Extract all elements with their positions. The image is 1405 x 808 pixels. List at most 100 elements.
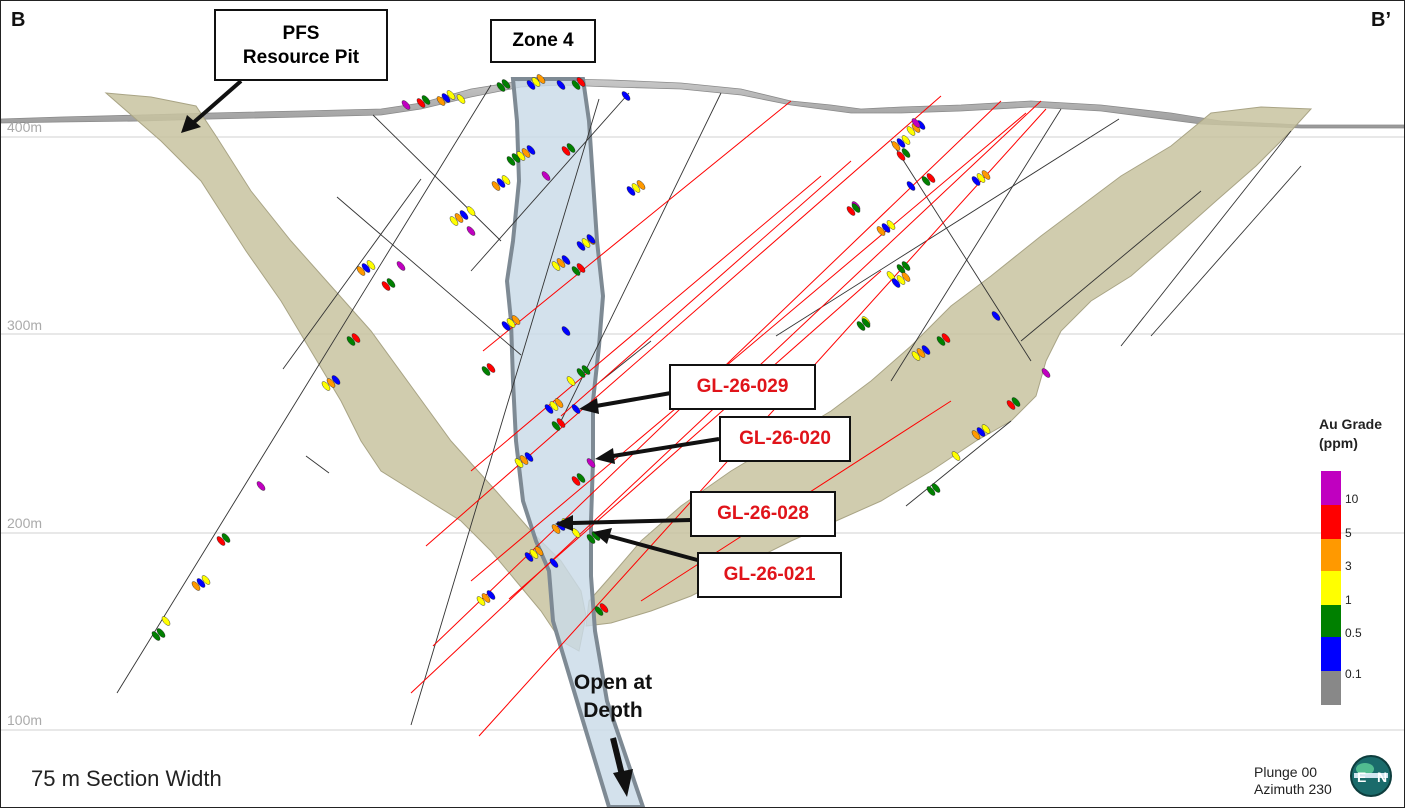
historic-drill-traces bbox=[116, 84, 1302, 726]
historic-drill-trace bbox=[1150, 165, 1302, 337]
historic-drill-trace bbox=[305, 455, 330, 474]
legend-value-0-1: 0.1 bbox=[1345, 667, 1362, 681]
legend-color-bar bbox=[1321, 471, 1341, 705]
historic-drill-trace bbox=[775, 118, 1120, 337]
arrow-gl-26-020-head bbox=[595, 448, 615, 464]
historic-drill-trace bbox=[372, 114, 502, 242]
hole-label-gl-26-029: GL-26-029 bbox=[669, 364, 816, 410]
historic-drill-trace bbox=[1020, 190, 1202, 342]
assay-intercept bbox=[921, 173, 936, 186]
historic-drill-trace bbox=[1120, 130, 1292, 347]
assay-intercept bbox=[906, 181, 916, 191]
assay-intercept bbox=[191, 575, 211, 591]
elevation-label-100: 100m bbox=[7, 712, 43, 728]
assay-intercept bbox=[951, 451, 961, 461]
assay-intercept bbox=[571, 404, 581, 414]
assay-intercept bbox=[346, 333, 361, 346]
assay-intercept bbox=[524, 546, 544, 562]
assay-intercept bbox=[436, 90, 456, 106]
zone-4-body bbox=[504, 77, 646, 807]
historic-drill-trace bbox=[600, 340, 652, 382]
historic-drill-trace bbox=[116, 84, 492, 694]
assay-intercept bbox=[501, 315, 521, 331]
assay-intercept bbox=[401, 100, 411, 110]
new-drill-trace bbox=[425, 95, 942, 547]
assay-intercept bbox=[896, 261, 911, 274]
historic-drill-trace bbox=[560, 92, 722, 422]
assay-intercept bbox=[396, 261, 406, 271]
elevation-label-200: 200m bbox=[7, 515, 43, 531]
assay-intercept bbox=[566, 376, 576, 386]
assay-intercept bbox=[506, 153, 521, 166]
open-at-depth-label: Open at Depth bbox=[573, 671, 653, 722]
hole-label-gl-26-021: GL-26-021 bbox=[697, 552, 842, 598]
open-at-depth-arrowhead bbox=[613, 769, 633, 797]
arrow-gl-26-020-line bbox=[612, 437, 720, 458]
legend-value-1: 1 bbox=[1345, 593, 1352, 607]
topography-surface bbox=[1, 78, 1404, 129]
legend-value-5: 5 bbox=[1345, 526, 1352, 540]
legend-swatch-10 bbox=[1321, 471, 1341, 505]
assay-intercept bbox=[971, 424, 991, 440]
hole-label-gl-26-020: GL-26-020 bbox=[719, 416, 851, 462]
new-drill-trace bbox=[560, 160, 852, 417]
assay-intercept bbox=[356, 260, 376, 276]
assay-intercept bbox=[466, 226, 476, 236]
elevation-label-400: 400m bbox=[7, 119, 43, 135]
legend-swatch-5 bbox=[1321, 505, 1341, 539]
view-orientation: Plunge 00 Azimuth 230 bbox=[1254, 764, 1332, 798]
arrow-gl-26-029-head bbox=[579, 398, 599, 414]
assay-intercepts bbox=[151, 74, 1051, 641]
zone-label: Zone 4 bbox=[490, 19, 596, 63]
new-drill-trace bbox=[482, 100, 792, 352]
assay-intercept bbox=[526, 74, 546, 90]
plunge-text: Plunge 00 bbox=[1254, 764, 1318, 780]
assay-intercept bbox=[896, 148, 911, 161]
legend-swatch-0-1 bbox=[1321, 637, 1341, 671]
arrow-gl-26-029-line bbox=[595, 391, 672, 408]
arrow-gl-26-028-line bbox=[572, 518, 692, 525]
assay-intercept bbox=[516, 145, 536, 161]
historic-drill-trace bbox=[282, 178, 422, 370]
assay-intercept bbox=[571, 473, 586, 486]
assay-intercept bbox=[856, 318, 871, 331]
assay-intercept bbox=[551, 255, 571, 271]
assay-intercept bbox=[161, 616, 171, 626]
azimuth-text: Azimuth 230 bbox=[1254, 781, 1332, 797]
legend-swatch-0-5 bbox=[1321, 605, 1341, 637]
arrow-gl-26-021-line bbox=[608, 534, 702, 563]
assay-intercept bbox=[256, 481, 266, 491]
assay-intercept bbox=[216, 533, 231, 546]
assay-intercept bbox=[621, 91, 631, 101]
assay-intercept bbox=[911, 345, 931, 361]
historic-drill-trace bbox=[890, 108, 1062, 382]
assay-intercept bbox=[381, 278, 396, 291]
legend-value-3: 3 bbox=[1345, 559, 1352, 573]
assay-intercept bbox=[561, 326, 571, 336]
assay-intercept bbox=[491, 175, 511, 191]
assay-intercept bbox=[556, 80, 566, 90]
assay-intercept bbox=[594, 603, 609, 616]
historic-drill-trace bbox=[336, 196, 522, 356]
assay-intercept bbox=[561, 143, 576, 156]
legend-swatch-3 bbox=[1321, 539, 1341, 571]
historic-drill-trace bbox=[890, 140, 1032, 362]
pit-arrowhead bbox=[181, 115, 201, 133]
assay-intercept bbox=[576, 365, 591, 378]
arrow-gl-26-028-head bbox=[555, 515, 573, 531]
assay-intercept bbox=[891, 135, 911, 151]
svg-text:E: E bbox=[1357, 769, 1366, 785]
section-end-label: B’ bbox=[1371, 9, 1391, 31]
assay-intercept bbox=[971, 170, 991, 186]
assay-intercept bbox=[456, 94, 466, 104]
assay-intercept bbox=[549, 558, 559, 568]
assay-intercept bbox=[496, 79, 511, 92]
pit-arrow-line bbox=[191, 79, 243, 125]
legend-title: Au Grade (ppm) bbox=[1319, 415, 1382, 453]
assay-intercept bbox=[151, 628, 166, 641]
hole-label-gl-26-028: GL-26-028 bbox=[690, 491, 836, 537]
assay-intercept bbox=[321, 375, 341, 391]
assay-intercept bbox=[991, 311, 1001, 321]
historic-drill-trace bbox=[905, 420, 1012, 507]
